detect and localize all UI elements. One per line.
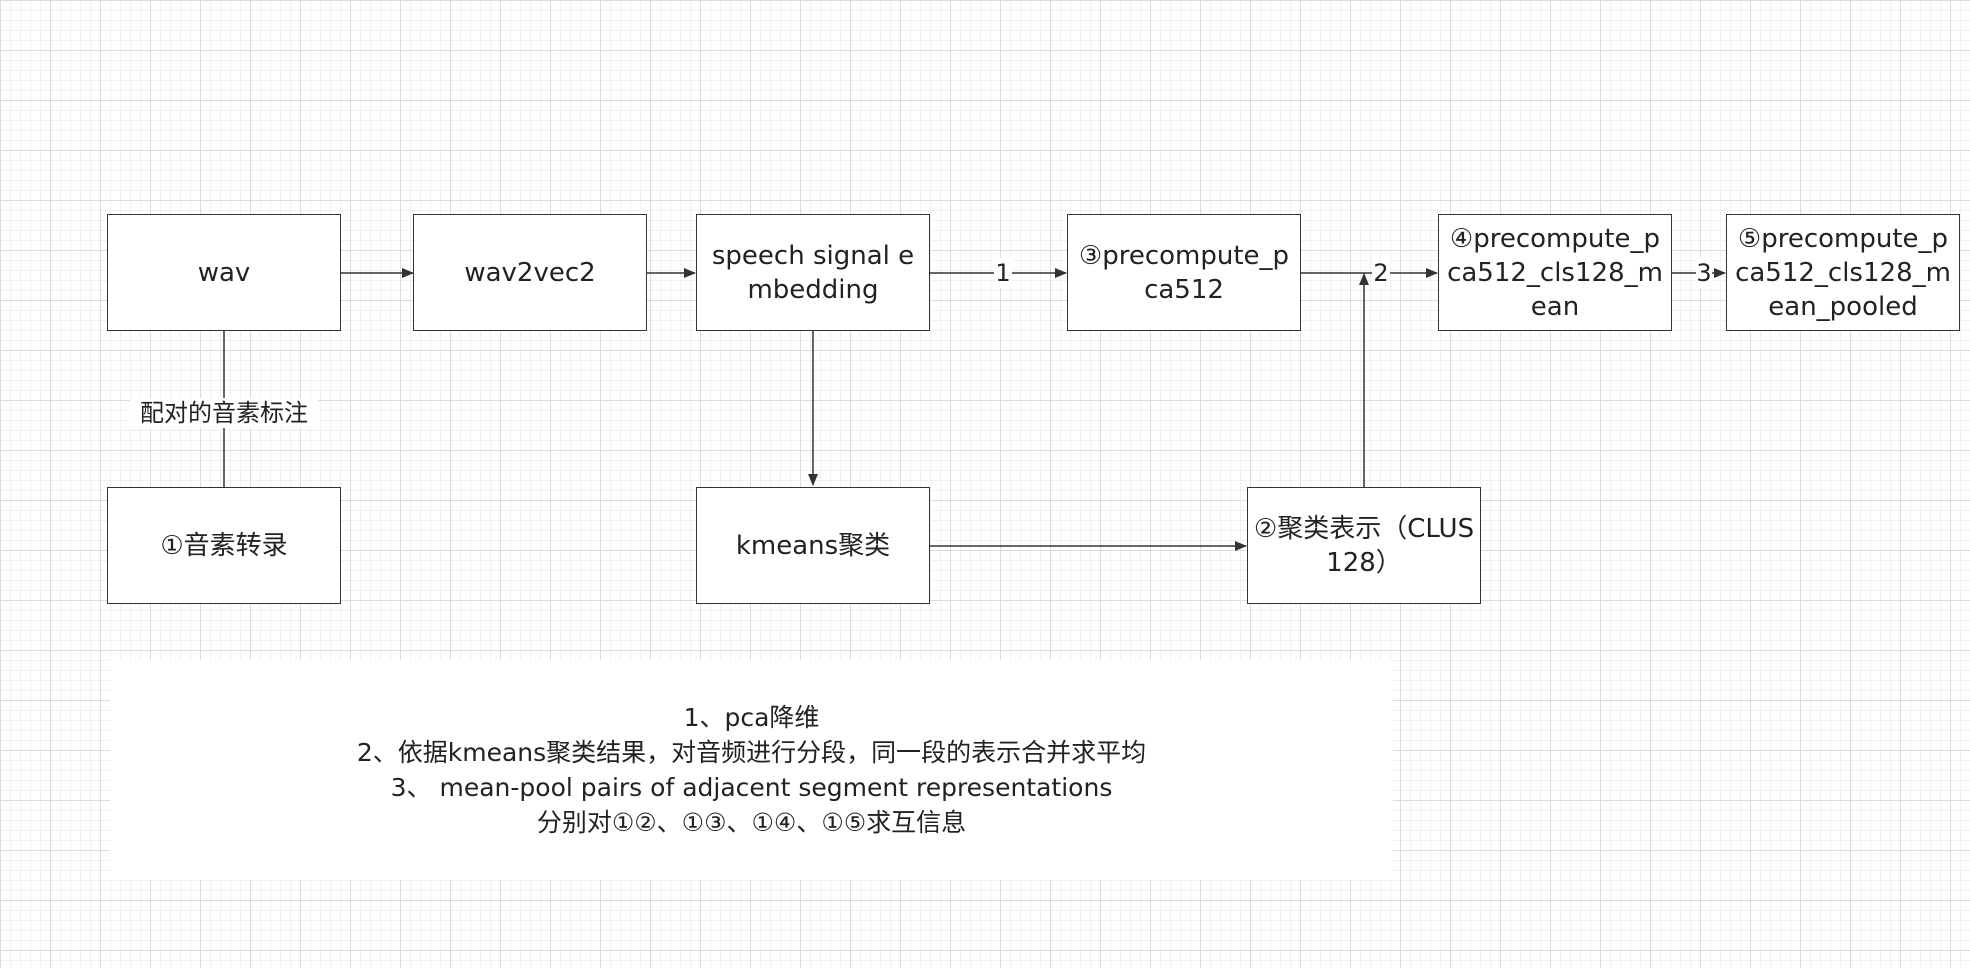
notes-panel: 1、pca降维 2、依据kmeans聚类结果，对音频进行分段，同一段的表示合并求… [110, 660, 1393, 880]
node-phoneme-transcription[interactable]: ①音素转录 [107, 487, 341, 604]
note-line: 2、依据kmeans聚类结果，对音频进行分段，同一段的表示合并求平均 [356, 738, 1147, 767]
note-line: 1、pca降维 [683, 703, 820, 732]
node-kmeans-clustering[interactable]: kmeans聚类 [696, 487, 930, 604]
edge-label-annotation: 配对的音素标注 [130, 398, 318, 428]
node-precompute-mean-pooled[interactable]: ⑤precompute_pca512_cls128_mean_pooled [1726, 214, 1960, 331]
node-wav[interactable]: wav [107, 214, 341, 331]
node-wav2vec2[interactable]: wav2vec2 [413, 214, 647, 331]
node-cluster-representation[interactable]: ②聚类表示（CLUS128） [1247, 487, 1481, 604]
edge-label-step1: 1 [994, 258, 1012, 288]
node-precompute-pca512[interactable]: ③precompute_pca512 [1067, 214, 1301, 331]
node-speech-signal-embedding[interactable]: speech signal embedding [696, 214, 930, 331]
node-precompute-mean[interactable]: ④precompute_pca512_cls128_mean [1438, 214, 1672, 331]
note-line: 分别对①②、①③、①④、①⑤求互信息 [536, 808, 967, 837]
note-line: 3、 mean-pool pairs of adjacent segment r… [390, 773, 1113, 802]
edge-label-step2: 2 [1372, 258, 1390, 288]
edge-label-step3: 3 [1696, 258, 1712, 288]
